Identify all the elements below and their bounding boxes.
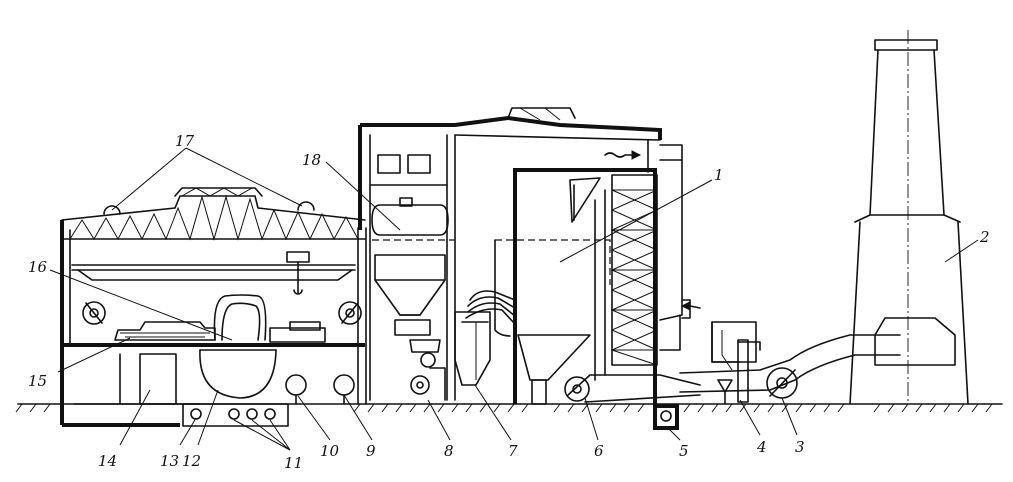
flue-duct (653, 321, 901, 430)
label-17: 17 (175, 132, 195, 150)
leader-lines (49, 147, 979, 451)
ground-line (15, 403, 1003, 413)
label-5: 5 (679, 442, 689, 460)
number-labels: 1 2 3 4 5 6 7 8 9 10 11 12 13 14 15 16 1… (28, 132, 990, 472)
label-1: 1 (714, 166, 724, 184)
boiler-house (454, 107, 701, 405)
chimney (849, 30, 969, 405)
bunker-bay (358, 115, 662, 401)
turbine-hall (60, 187, 367, 427)
label-3: 3 (795, 438, 805, 456)
label-18: 18 (302, 151, 321, 169)
label-2: 2 (979, 228, 990, 246)
label-4: 4 (756, 438, 767, 456)
label-6: 6 (594, 442, 604, 460)
label-7: 7 (508, 442, 518, 460)
label-14: 14 (98, 452, 117, 470)
label-16: 16 (28, 258, 48, 276)
label-11: 11 (284, 454, 303, 472)
label-10: 10 (320, 442, 340, 460)
label-9: 9 (366, 442, 376, 460)
label-8: 8 (444, 442, 454, 460)
label-13: 13 (160, 452, 179, 470)
label-15: 15 (28, 372, 47, 390)
label-12: 12 (182, 452, 201, 470)
